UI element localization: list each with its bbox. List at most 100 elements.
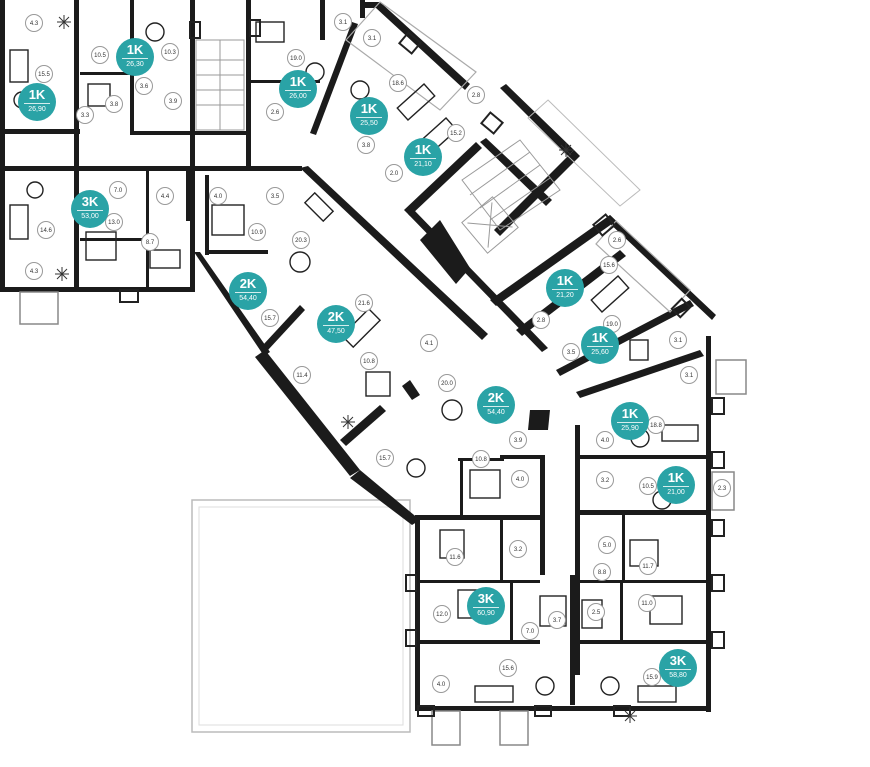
room-area-label: 2.0 [385, 164, 403, 182]
room-area-label: 13.0 [105, 213, 123, 231]
apartment-type: 1K [667, 470, 685, 485]
apartment-type: 1K [591, 330, 609, 345]
room-area-label: 7.0 [521, 622, 539, 640]
room-area-label: 14.6 [37, 221, 55, 239]
apartment-area: 60,90 [473, 607, 499, 619]
room-area-label: 3.5 [562, 343, 580, 361]
apartment-type: 1K [414, 142, 432, 157]
room-area-label: 3.6 [135, 77, 153, 95]
room-area-label: 2.8 [532, 311, 550, 329]
room-area-label: 10.5 [91, 46, 109, 64]
room-area-label: 10.9 [248, 223, 266, 241]
room-area-label: 10.8 [360, 352, 378, 370]
apartment-area: 25,50 [356, 117, 382, 129]
apartment-area: 21,20 [552, 289, 578, 301]
room-area-label: 18.6 [389, 74, 407, 92]
apartment-type: 3K [81, 194, 99, 209]
apartment-type: 2K [327, 309, 345, 324]
apartment-area: 25,90 [617, 422, 643, 434]
room-area-label: 11.4 [293, 366, 311, 384]
room-area-label: 8.7 [141, 233, 159, 251]
room-area-label: 11.0 [638, 594, 656, 612]
room-area-label: 20.3 [292, 231, 310, 249]
room-area-label: 3.8 [357, 136, 375, 154]
room-area-label: 18.8 [647, 416, 665, 434]
room-area-label: 3.1 [334, 13, 352, 31]
room-area-label: 2.6 [266, 103, 284, 121]
apartment-area: 26,00 [285, 90, 311, 102]
room-area-label: 4.0 [432, 675, 450, 693]
room-area-label: 7.0 [109, 181, 127, 199]
apartment-type: 1K [621, 406, 639, 421]
apartment-area: 26,30 [122, 58, 148, 70]
apartment-area: 53,00 [77, 210, 103, 222]
room-area-label: 10.8 [472, 450, 490, 468]
room-area-label: 15.7 [261, 309, 279, 327]
apartment-type: 3K [477, 591, 495, 606]
room-area-label: 19.0 [287, 49, 305, 67]
apartment-type: 2K [487, 390, 505, 405]
room-area-label: 4.0 [209, 187, 227, 205]
apartment-area: 47,50 [323, 325, 349, 337]
room-area-label: 2.3 [713, 479, 731, 497]
room-area-label: 4.3 [25, 262, 43, 280]
apartment-area: 54,40 [235, 292, 261, 304]
apartment-area: 21,00 [663, 486, 689, 498]
room-area-label: 11.7 [639, 557, 657, 575]
terrace-inner [198, 506, 404, 726]
apartment-type: 2K [239, 276, 257, 291]
room-area-label: 3.2 [596, 471, 614, 489]
room-area-label: 3.1 [669, 331, 687, 349]
room-area-label: 10.3 [161, 43, 179, 61]
room-area-label: 4.4 [156, 187, 174, 205]
room-area-label: 5.0 [598, 536, 616, 554]
room-area-label: 3.3 [76, 106, 94, 124]
apartment-type: 3K [669, 653, 687, 668]
apartment-type: 1K [28, 87, 46, 102]
room-area-label: 2.6 [608, 231, 626, 249]
room-area-label: 15.7 [376, 449, 394, 467]
terrace-outline [191, 499, 411, 733]
room-area-label: 15.5 [35, 65, 53, 83]
room-area-label: 3.5 [266, 187, 284, 205]
room-area-label: 4.1 [420, 334, 438, 352]
apartment-area: 25,60 [587, 346, 613, 358]
room-area-label: 3.8 [105, 95, 123, 113]
room-area-label: 2.5 [587, 603, 605, 621]
room-area-label: 3.9 [164, 92, 182, 110]
apartment-area: 58,80 [665, 669, 691, 681]
room-area-label: 11.6 [446, 548, 464, 566]
apartment-type: 1K [126, 42, 144, 57]
apartment-type: 1K [360, 101, 378, 116]
room-area-label: 15.2 [447, 124, 465, 142]
room-area-label: 15.6 [600, 256, 618, 274]
plants [55, 15, 637, 723]
apartment-type: 1K [289, 74, 307, 89]
room-area-label: 3.9 [509, 431, 527, 449]
room-area-label: 3.7 [548, 611, 566, 629]
room-area-label: 21.6 [355, 294, 373, 312]
apartment-area: 26,90 [24, 103, 50, 115]
apartment-area: 21,10 [410, 158, 436, 170]
apartment-type: 1K [556, 273, 574, 288]
room-area-label: 4.0 [511, 470, 529, 488]
room-area-label: 8.8 [593, 563, 611, 581]
room-area-label: 10.5 [639, 477, 657, 495]
